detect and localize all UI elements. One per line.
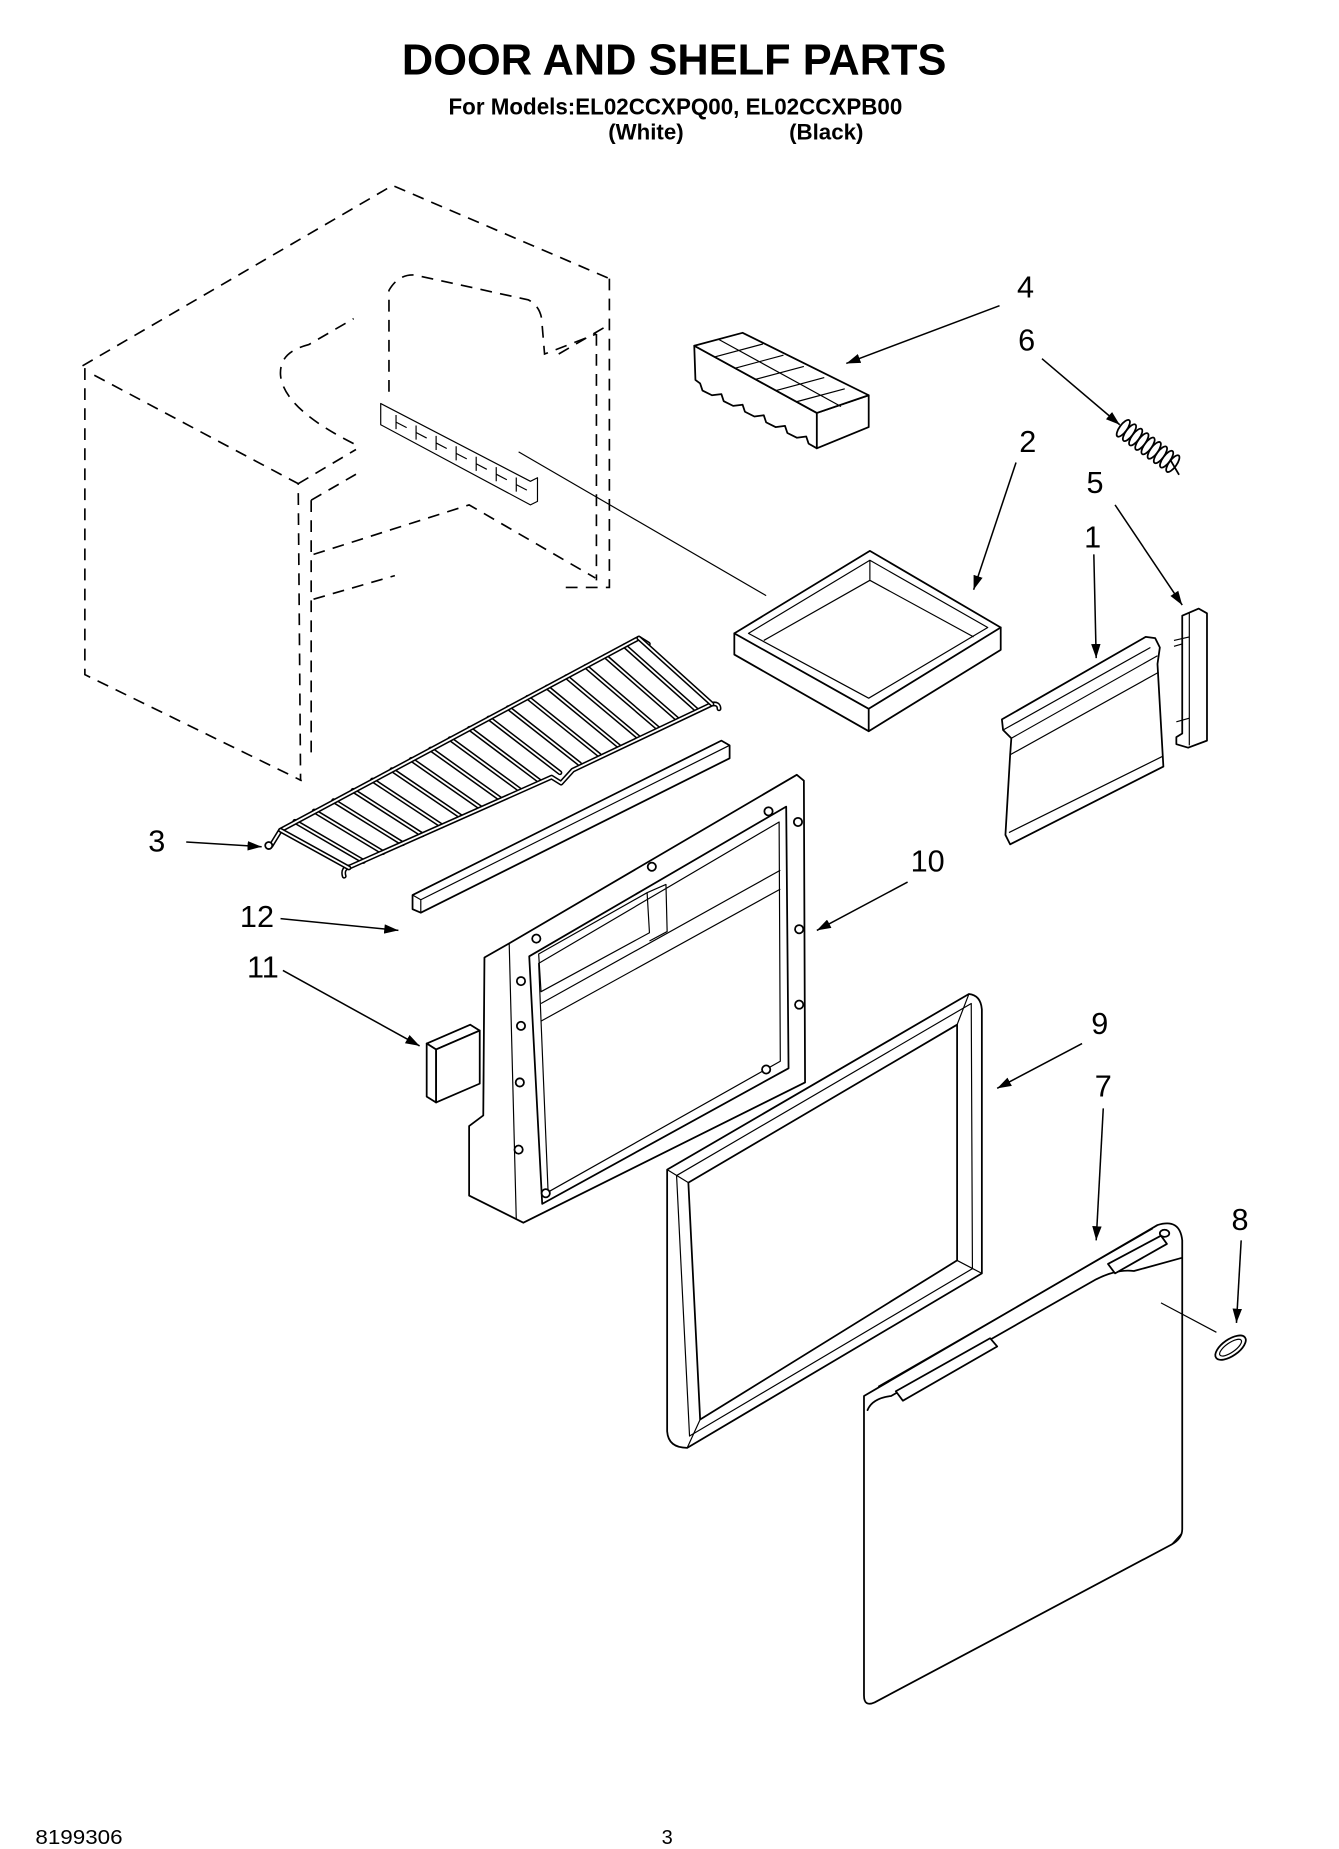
callout-10: 10 — [816, 844, 945, 932]
spring — [1115, 418, 1181, 476]
shelf-wire-highlight — [371, 779, 443, 827]
cabinet-outline — [82, 184, 611, 782]
shelf-wire-highlight — [429, 748, 502, 801]
callout-number: 10 — [911, 844, 945, 878]
callout-number: 8 — [1231, 1203, 1248, 1237]
callout-number: 5 — [1086, 466, 1103, 500]
callout-number: 11 — [247, 951, 279, 985]
shelf-wire-highlight — [565, 675, 640, 739]
callout-6: 6 — [1018, 323, 1121, 426]
leader-line — [1092, 1108, 1105, 1241]
plug-alignment-line — [1160, 1302, 1217, 1333]
leader-line — [186, 841, 262, 851]
spring-coil — [1165, 454, 1181, 473]
inner-door-liner — [468, 773, 806, 1224]
liner-screws — [513, 806, 805, 1199]
page-title: DOOR AND SHELF PARTS — [402, 37, 947, 85]
header: DOOR AND SHELF PARTS For Models:EL02CCXP… — [402, 37, 947, 145]
vent-slot — [495, 467, 508, 482]
page-number: 3 — [662, 1827, 673, 1849]
leader-line — [280, 917, 399, 934]
leader-line — [282, 969, 420, 1047]
vent-slots — [395, 415, 528, 492]
alignment-line — [518, 451, 767, 597]
model-color-white: (White) — [608, 119, 683, 144]
shelf-wire-highlight — [526, 696, 601, 756]
door-gasket — [666, 993, 983, 1449]
callout-number: 9 — [1091, 1007, 1108, 1041]
callout-number: 2 — [1019, 425, 1036, 459]
callout-number: 4 — [1017, 270, 1034, 304]
leader-line — [1114, 504, 1183, 606]
shelf-wire-highlight — [390, 768, 463, 818]
shelf-wire-highlight — [313, 810, 385, 854]
callout-number: 6 — [1018, 323, 1035, 357]
shelf-wire-highlight — [584, 665, 660, 730]
callout-number: 3 — [148, 824, 165, 858]
callout-number: 12 — [240, 900, 274, 934]
callout-5: 5 — [1086, 466, 1183, 606]
shelf-wire-highlight — [546, 686, 620, 748]
shelf-wire-highlight — [410, 758, 483, 810]
callout-9: 9 — [996, 1007, 1108, 1090]
wire-shelf — [264, 635, 722, 879]
spring-coils — [1115, 418, 1181, 473]
shelf-wire-highlight — [468, 727, 542, 783]
callout-1: 1 — [1084, 520, 1101, 659]
callout-7: 7 — [1092, 1070, 1112, 1241]
shelf-wire-highlight — [487, 717, 561, 774]
vent-slot — [515, 477, 528, 492]
leader-line — [816, 881, 908, 932]
callout-2: 2 — [972, 425, 1036, 590]
callout-3: 3 — [148, 824, 262, 858]
model-color-black: (Black) — [789, 119, 863, 144]
vent-slot — [475, 456, 488, 471]
crisper-cover-bracket — [1173, 607, 1208, 749]
shelf-wire-highlight — [507, 706, 581, 765]
shelf-wire-highlight — [449, 737, 522, 792]
shelf-wire-highlight — [293, 820, 365, 863]
shelf-wire-highlight — [623, 644, 699, 712]
evaporator-vent — [380, 402, 539, 506]
callout-4: 4 — [846, 270, 1034, 365]
models-line: For Models:EL02CCXPQ00, EL02CCXPB00 — [448, 94, 902, 120]
crisper-cover-front — [1001, 636, 1165, 846]
leader-line — [846, 304, 1000, 365]
door-plug — [1214, 1334, 1247, 1361]
shelf-wire-highlight — [352, 789, 424, 836]
vent-slot — [395, 415, 407, 430]
leader-line — [972, 462, 1017, 590]
outer-door-panel — [863, 1222, 1184, 1705]
callout-11: 11 — [247, 951, 420, 1047]
ice-cube-tray — [693, 331, 870, 450]
vent-slot — [415, 425, 427, 440]
callout-12: 12 — [240, 900, 399, 934]
document-number: 8199306 — [35, 1827, 122, 1849]
callout-number: 7 — [1095, 1070, 1112, 1104]
leader-line — [1091, 554, 1101, 659]
leader-line — [1041, 358, 1121, 426]
vent-slot — [455, 446, 468, 461]
vent-slot — [435, 435, 447, 451]
callout-number: 1 — [1084, 520, 1101, 554]
footer: 8199306 3 — [35, 1827, 672, 1849]
door-block — [425, 1023, 481, 1104]
shelf-wire-highlight — [332, 799, 404, 845]
shelf-tray — [733, 549, 1002, 733]
leader-line — [1232, 1240, 1242, 1323]
leader-line — [996, 1042, 1083, 1090]
shelf-wire-highlight — [604, 655, 679, 721]
callout-8: 8 — [1231, 1203, 1249, 1323]
door-shelf-bar — [411, 739, 731, 914]
callouts: 1 2 3 4 5 6 7 8 — [148, 270, 1249, 1323]
shelf-wires — [292, 643, 700, 864]
